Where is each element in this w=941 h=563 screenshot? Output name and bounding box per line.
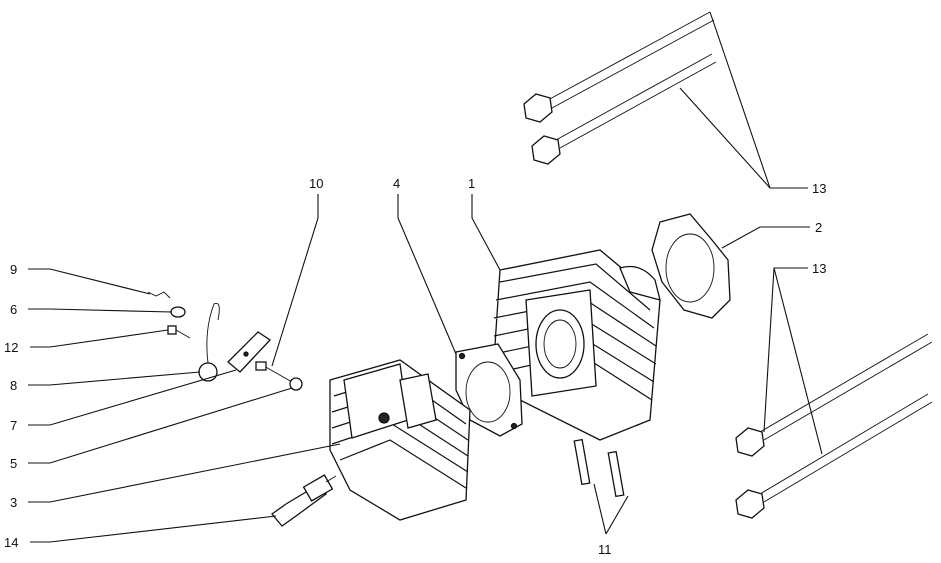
cap-part-6 bbox=[170, 306, 186, 318]
callout-3: 3 bbox=[10, 495, 17, 510]
callout-10: 10 bbox=[309, 176, 323, 191]
callout-11: 11 bbox=[598, 542, 612, 557]
callout-7: 7 bbox=[10, 418, 17, 433]
dowel-pin-1 bbox=[573, 438, 591, 486]
callout-5: 5 bbox=[10, 456, 17, 471]
base-gasket bbox=[455, 343, 523, 437]
callout-12: 12 bbox=[4, 340, 18, 355]
callout-4: 4 bbox=[393, 176, 400, 191]
callout-6: 6 bbox=[10, 302, 17, 317]
stud-upper-2 bbox=[531, 53, 717, 165]
stud-lower-2 bbox=[735, 393, 933, 519]
stud-lower-1 bbox=[735, 333, 933, 457]
callout-13-lower: 13 bbox=[812, 261, 826, 276]
cylinder bbox=[493, 249, 661, 441]
leader-lines bbox=[28, 11, 823, 543]
cylinder-head bbox=[329, 359, 471, 521]
callout-1: 1 bbox=[468, 176, 475, 191]
dowel-pin-2 bbox=[607, 450, 625, 498]
callout-9: 9 bbox=[10, 262, 17, 277]
bolt-part-12 bbox=[167, 325, 191, 339]
callout-8: 8 bbox=[10, 378, 17, 393]
sensor-part-8 bbox=[198, 302, 220, 382]
callout-labels: 9 6 12 8 7 5 3 14 10 4 1 2 13 13 11 bbox=[4, 176, 826, 557]
clip-part-9 bbox=[147, 291, 171, 299]
bracket-part-7 bbox=[227, 331, 271, 373]
callout-2: 2 bbox=[815, 220, 822, 235]
screw-part-10 bbox=[255, 361, 293, 383]
stud-upper-1 bbox=[523, 11, 715, 123]
washer-part-5 bbox=[289, 377, 303, 391]
head-gasket bbox=[651, 213, 731, 319]
spark-plug bbox=[271, 474, 337, 527]
callout-14: 14 bbox=[4, 535, 18, 550]
callout-13-upper: 13 bbox=[812, 181, 826, 196]
